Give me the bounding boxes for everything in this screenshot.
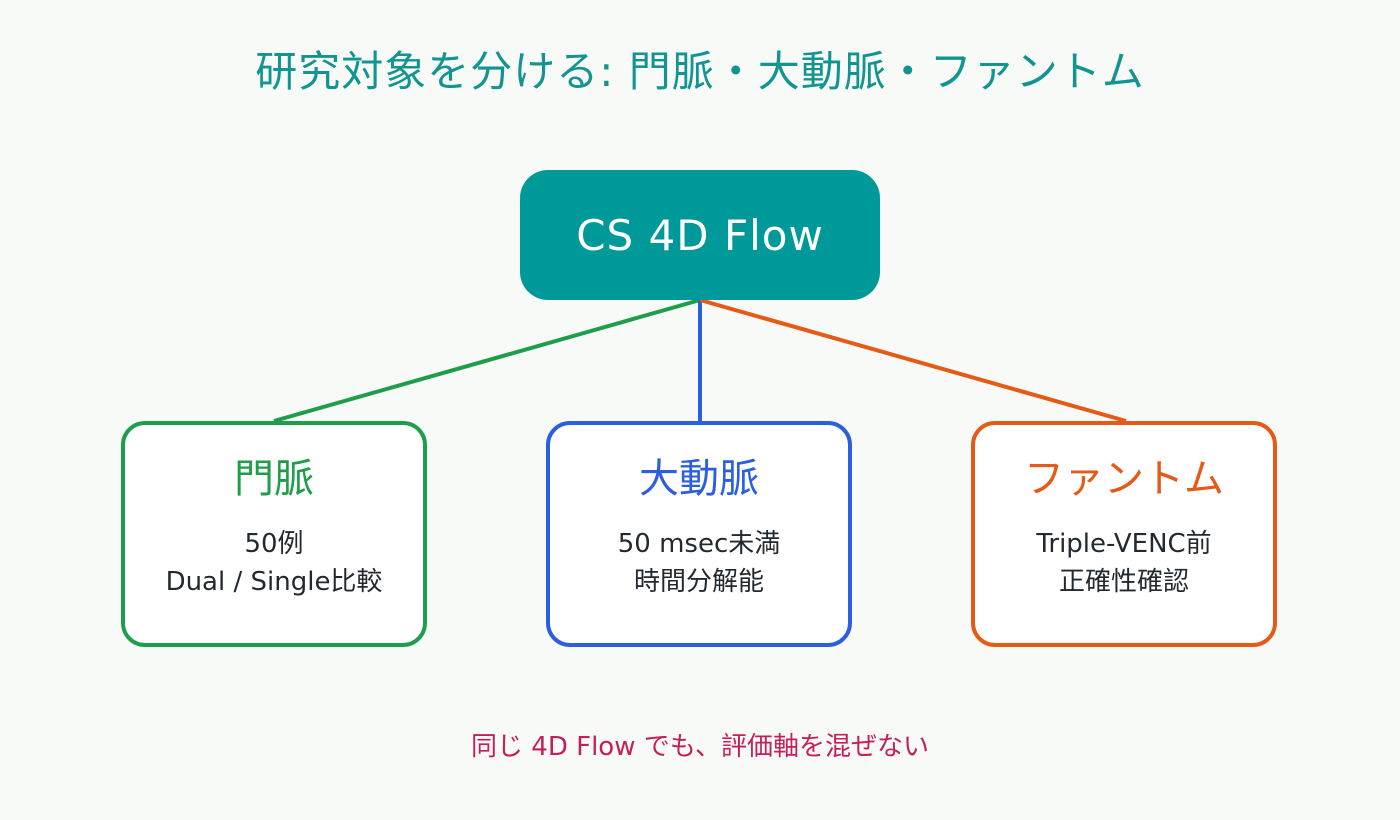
branch-detail-line: 50 msec未満 — [617, 529, 781, 559]
branch-card-phantom: ファントム Triple-VENC前 正確性確認 — [971, 421, 1277, 647]
branch-detail-line: 50例 — [244, 529, 304, 559]
branch-detail-line: Triple-VENC前 — [1036, 529, 1212, 559]
branch-card-aorta: 大動脈 50 msec未満 時間分解能 — [546, 421, 852, 647]
connector-phantom — [699, 298, 1127, 423]
branch-detail-line: Dual / Single比較 — [165, 567, 383, 597]
footer-note: 同じ 4D Flow でも、評価軸を混ぜない — [471, 732, 929, 762]
branch-detail-line: 正確性確認 — [1058, 567, 1189, 597]
diagram-title: 研究対象を分ける: 門脈・大動脈・ファントム — [255, 47, 1145, 96]
root-node: CS 4D Flow — [520, 170, 880, 300]
branch-title: 大動脈 — [639, 456, 759, 502]
connector-portal — [273, 298, 701, 423]
branch-card-portal-vein: 門脈 50例 Dual / Single比較 — [121, 421, 427, 647]
branch-title: ファントム — [1024, 456, 1224, 502]
root-node-label: CS 4D Flow — [576, 210, 824, 260]
branch-detail-line: 時間分解能 — [633, 567, 764, 597]
branch-title: 門脈 — [234, 456, 314, 502]
